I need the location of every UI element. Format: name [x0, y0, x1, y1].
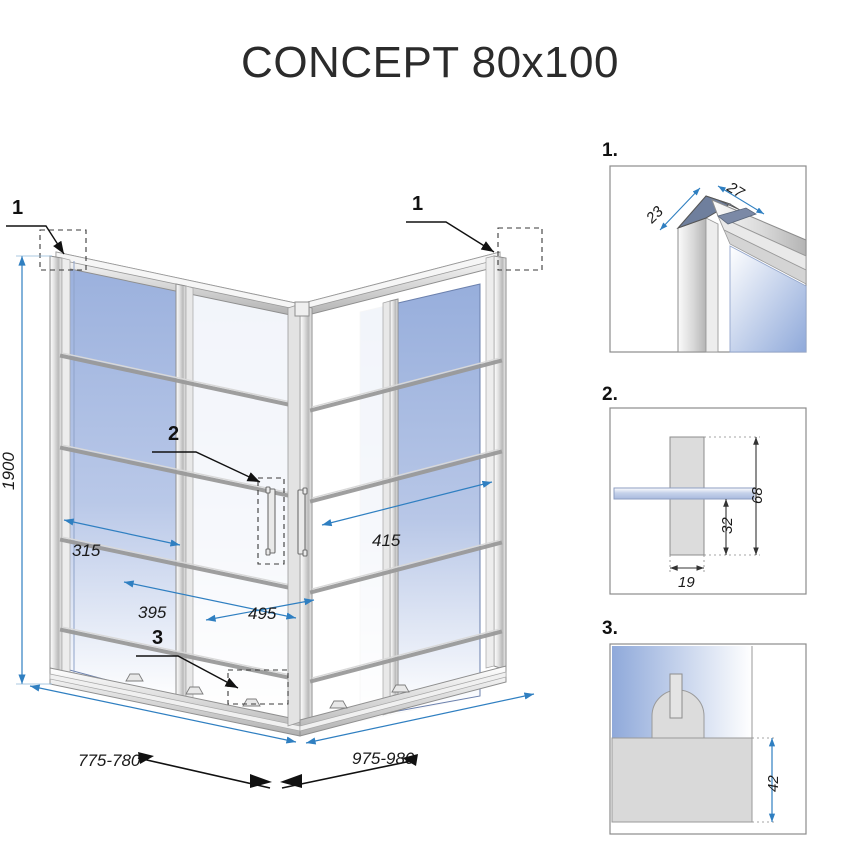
- page-title: CONCEPT 80x100: [241, 38, 619, 87]
- dimension-height-label: 1900: [0, 452, 18, 490]
- detail-2-dim-68: 68: [749, 487, 766, 504]
- dimension-495: 495: [205, 598, 315, 623]
- dimension-415: 415: [321, 480, 493, 550]
- dimension-315: 315: [63, 518, 181, 560]
- dimension-495-label: 495: [248, 604, 277, 623]
- dimension-775-780-label: 775-780: [78, 751, 141, 770]
- marker-1-right-label: 1: [412, 193, 423, 215]
- dimension-315-label: 315: [72, 541, 101, 560]
- marker-2: 2: [152, 423, 261, 483]
- marker-1-left: 1: [6, 197, 65, 255]
- sliding-arrowheads: [138, 752, 418, 788]
- detail-1-number: 1.: [602, 140, 618, 161]
- detail-2-number: 2.: [602, 384, 618, 405]
- detail-panel-1: 1. 23 27: [600, 138, 830, 358]
- door-handles: [257, 477, 308, 565]
- dimension-height-1900: 1900: [0, 255, 52, 685]
- roller-pin: [669, 673, 683, 719]
- roller-body: [611, 737, 753, 823]
- detail-3-dim-42: 42: [765, 775, 782, 792]
- detail-2-dim-32: 32: [719, 517, 736, 534]
- marker-1-right: 1: [406, 193, 495, 253]
- sliding-direction-arrows: [137, 757, 417, 789]
- dimension-775-780: 775-780: [29, 684, 297, 770]
- marker-3-label: 3: [152, 627, 163, 649]
- detail-2-frame: [609, 407, 807, 595]
- marker-1-left-label: 1: [12, 197, 23, 219]
- dimension-395-label: 395: [138, 603, 167, 622]
- marker-3: 3: [136, 627, 239, 689]
- detail-2-dim-19: 19: [678, 574, 695, 591]
- dimension-415-label: 415: [372, 531, 401, 550]
- detail-3-number: 3.: [602, 618, 618, 639]
- marker-2-label: 2: [168, 423, 179, 445]
- detail-panel-3: 3. 42: [600, 616, 830, 846]
- glass-pane: [613, 487, 755, 500]
- detail-panel-2: 2. 68 32 19: [600, 382, 830, 604]
- main-drawing: 1 1 2 3 1900 315: [0, 193, 543, 789]
